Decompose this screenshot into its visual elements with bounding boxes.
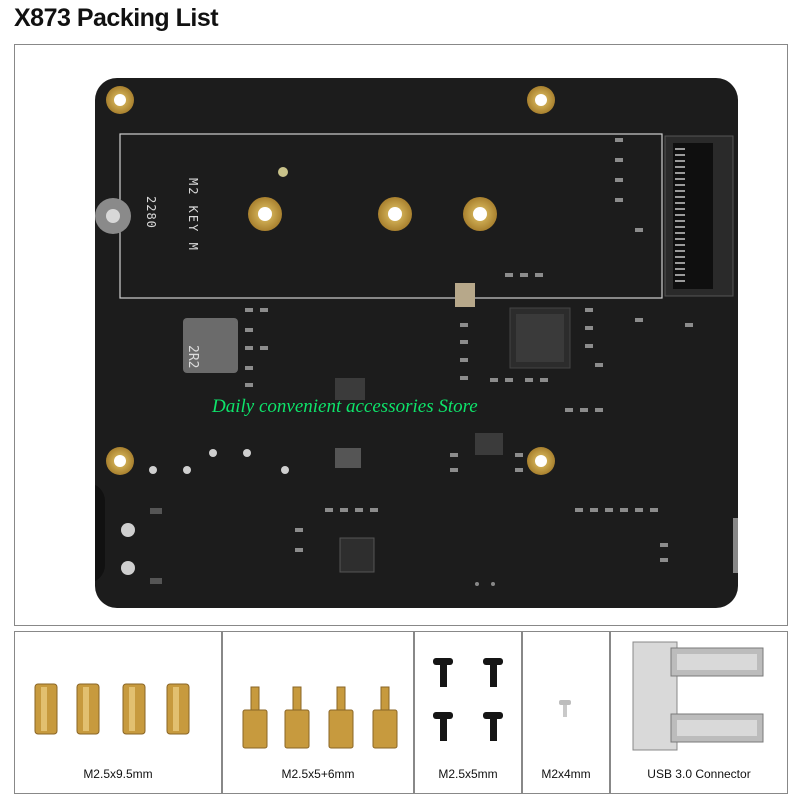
silver-screw-image <box>559 700 571 717</box>
list-item: M2.5x5+6mm <box>222 631 414 794</box>
list-item: M2x4mm <box>522 631 610 794</box>
list-item: M2.5x9.5mm <box>14 631 222 794</box>
item-label: M2.5x5+6mm <box>281 767 355 781</box>
item-label: M2.5x9.5mm <box>83 767 153 781</box>
page-title: X873 Packing List <box>14 4 219 32</box>
usb-connector-image <box>632 641 764 751</box>
expansion-board-image <box>95 78 738 608</box>
store-watermark: Daily convenient accessories Store <box>212 396 478 417</box>
list-item: USB 3.0 Connector <box>610 631 788 794</box>
m2-2280-silkscreen: 2280 <box>144 196 158 229</box>
m2-key-m-silkscreen: M2 KEY M <box>186 178 200 252</box>
list-item: M2.5x5mm <box>414 631 522 794</box>
item-label: M2.5x5mm <box>438 767 498 781</box>
brass-standoff-image <box>34 683 190 735</box>
accessory-list: M2.5x9.5mm M2.5x5+6mm M2.5x5mm <box>14 631 788 794</box>
item-label: USB 3.0 Connector <box>647 767 751 781</box>
inductor-marking: 2R2 <box>185 345 200 369</box>
item-label: M2x4mm <box>541 767 591 781</box>
black-screws-image <box>433 658 503 741</box>
brass-standoff-threaded-image <box>242 686 398 749</box>
